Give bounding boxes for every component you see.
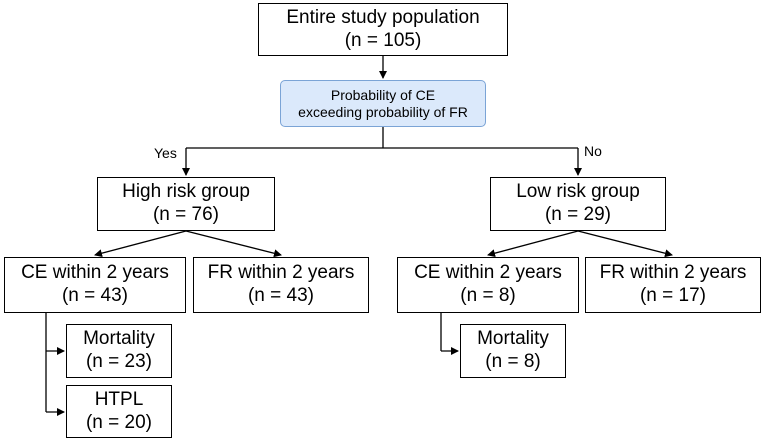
node-label: FR within 2 years bbox=[207, 262, 355, 284]
node-count: (n = 43) bbox=[61, 285, 128, 306]
node-count: (n = 20) bbox=[85, 411, 152, 433]
node-low-fr: FR within 2 years (n = 17) bbox=[585, 257, 761, 313]
edge-label-no: No bbox=[584, 143, 602, 159]
node-decision: Probability of CE exceeding probability … bbox=[280, 80, 486, 127]
node-label: Probability of CE bbox=[330, 86, 436, 103]
node-high-htpl: HTPL (n = 20) bbox=[66, 385, 172, 438]
node-low-ce: CE within 2 years (n = 8) bbox=[397, 257, 579, 313]
node-count: (n = 8) bbox=[460, 285, 516, 306]
node-label: HTPL bbox=[94, 388, 144, 410]
node-count: (n = 105) bbox=[344, 29, 422, 51]
node-count: (n = 76) bbox=[152, 204, 219, 225]
node-count: (n = 29) bbox=[544, 204, 611, 225]
edge-high-ce bbox=[94, 230, 187, 258]
node-count: (n = 8) bbox=[485, 351, 541, 372]
node-low-risk-group: Low risk group (n = 29) bbox=[490, 177, 666, 231]
node-label: Low risk group bbox=[516, 181, 640, 203]
edge-low-ce bbox=[487, 230, 579, 258]
edge-low-fr bbox=[577, 230, 673, 258]
node-high-mortality: Mortality (n = 23) bbox=[66, 324, 172, 378]
node-high-risk-group: High risk group (n = 76) bbox=[97, 177, 275, 231]
node-label-2: exceeding probability of FR bbox=[298, 103, 468, 120]
node-entire-population: Entire study population (n = 105) bbox=[258, 3, 508, 56]
node-count: (n = 17) bbox=[639, 285, 706, 306]
node-label: CE within 2 years bbox=[414, 262, 562, 284]
node-low-mortality: Mortality (n = 8) bbox=[460, 324, 566, 378]
edge-high-fr bbox=[185, 230, 282, 258]
node-count: (n = 23) bbox=[85, 351, 152, 372]
node-label: High risk group bbox=[122, 181, 250, 203]
node-count: (n = 43) bbox=[247, 285, 314, 306]
node-high-fr: FR within 2 years (n = 43) bbox=[193, 257, 369, 313]
edge-label-yes: Yes bbox=[154, 145, 177, 161]
node-label: CE within 2 years bbox=[21, 262, 169, 284]
node-high-ce: CE within 2 years (n = 43) bbox=[4, 257, 186, 313]
node-label: Mortality bbox=[83, 328, 155, 350]
node-label: FR within 2 years bbox=[599, 262, 747, 284]
node-label: Mortality bbox=[477, 328, 549, 350]
node-label: Entire study population bbox=[286, 6, 480, 28]
